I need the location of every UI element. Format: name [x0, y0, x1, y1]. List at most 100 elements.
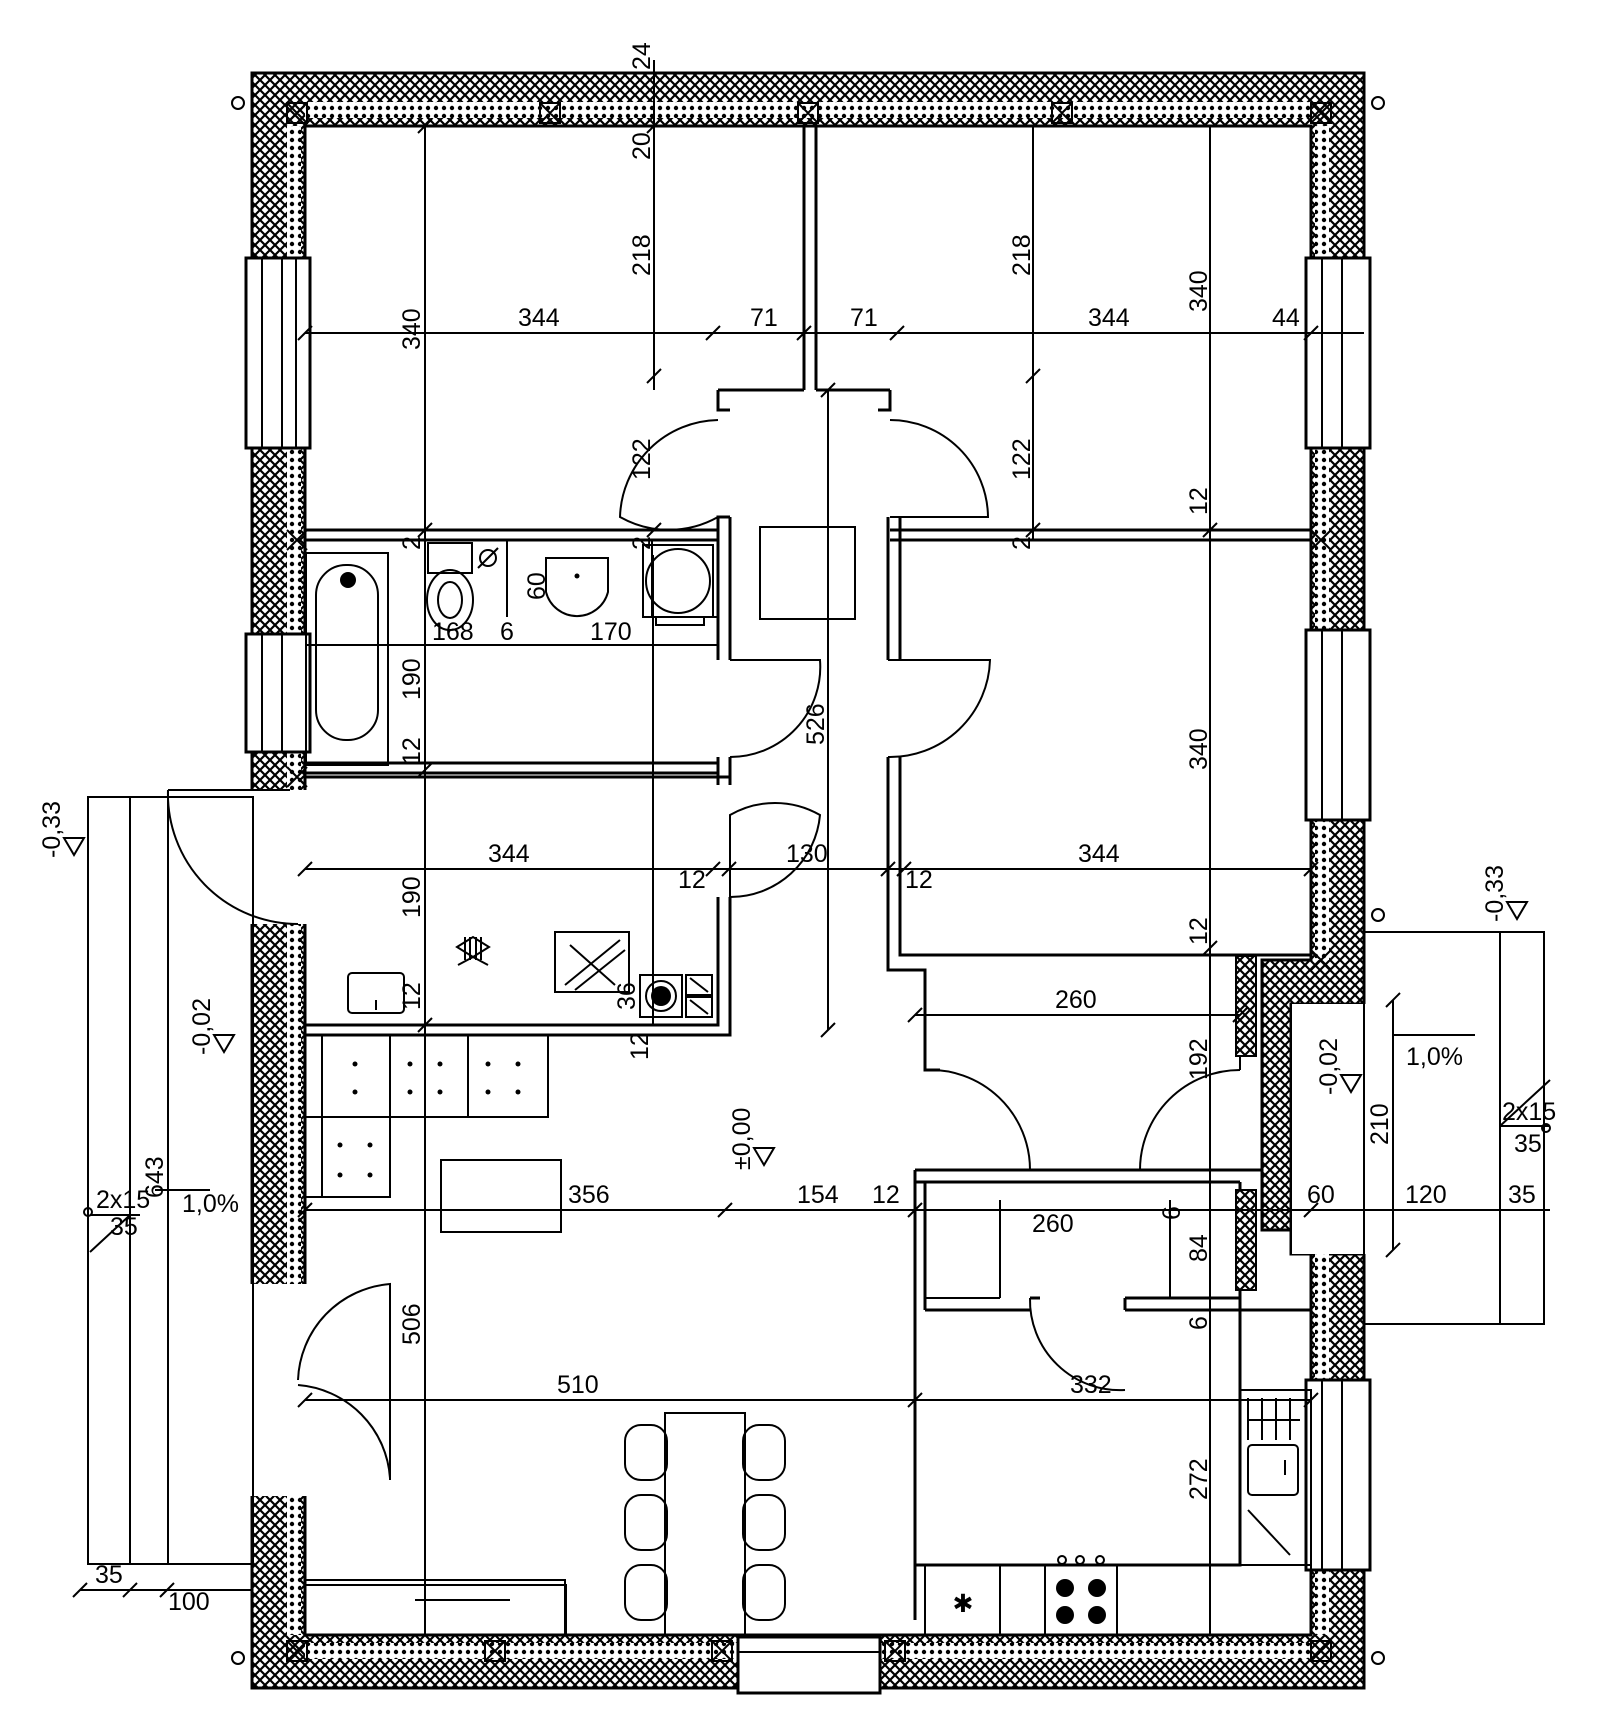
dim: 12 — [1185, 487, 1213, 515]
insulation-top — [305, 102, 1311, 118]
toilet — [427, 542, 473, 574]
slope-label: 1,0% — [182, 1190, 239, 1218]
dining-set — [624, 1412, 786, 1636]
steps-riser: 35 — [1514, 1130, 1542, 1158]
door-bedroom-right — [889, 419, 990, 518]
dim: 12 — [1185, 917, 1213, 945]
dim: 24 — [628, 42, 656, 70]
side-terrace — [1363, 931, 1545, 1325]
dim: 2 — [1008, 536, 1036, 550]
dim: 84 — [1185, 1234, 1213, 1262]
door-terrace-a — [297, 1282, 391, 1480]
dim: 340 — [1185, 728, 1213, 770]
svg-text:✱: ✱ — [953, 1590, 974, 1618]
dim: 44 — [1272, 304, 1300, 332]
door-hall-lower — [924, 1068, 1032, 1171]
level-mark: -0,02 — [1315, 1038, 1343, 1095]
dim: 20 — [628, 132, 656, 160]
wall-markers — [231, 96, 1385, 1665]
dim: 643 — [141, 1156, 169, 1198]
dim: 36 — [613, 982, 641, 1010]
window-right-kitchen — [1304, 1378, 1372, 1572]
dim: 260 — [1055, 986, 1097, 1014]
entry-opening-left — [240, 790, 312, 924]
level-mark: -0,02 — [188, 998, 216, 1055]
bath-sink — [545, 557, 609, 618]
level-mark: -0,33 — [38, 801, 66, 858]
coffee-table — [440, 1159, 562, 1233]
dim: 190 — [398, 876, 426, 918]
dim: 344 — [488, 840, 530, 868]
dim: 168 — [432, 618, 474, 646]
dim: 122 — [1008, 438, 1036, 480]
dim: 100 — [168, 1588, 210, 1616]
dim: 218 — [1008, 234, 1036, 276]
dim: 344 — [518, 304, 560, 332]
dim: 12 — [678, 866, 706, 894]
dim: 272 — [1185, 1458, 1213, 1500]
door-kitchen-wc — [729, 801, 822, 899]
window-bottom — [736, 1635, 882, 1695]
dim: 2 — [628, 536, 656, 550]
kitchen-counter: ✱ — [924, 1389, 1312, 1636]
dim: 170 — [590, 618, 632, 646]
dim: 12 — [905, 866, 933, 894]
dimension-texts: 24 20 218 218 340 340 340 344 71 71 344 … — [95, 42, 1536, 1616]
closet-hall — [759, 526, 856, 620]
dim: 60 — [523, 572, 551, 600]
door-side — [1138, 1069, 1241, 1171]
tile-stove — [554, 931, 630, 993]
dim: 35 — [95, 1561, 123, 1589]
level-marks: -0,33 -0,33 -0,02 -0,02 ±0,00 — [38, 801, 1529, 1170]
dim: 12 — [398, 982, 426, 1010]
front-terrace — [87, 796, 254, 1565]
level-mark: -0,33 — [1481, 865, 1509, 922]
tv-cabinet — [304, 1579, 566, 1636]
doors — [166, 419, 1241, 1480]
dim: 340 — [1185, 270, 1213, 312]
dim: 510 — [557, 1371, 599, 1399]
dim: 12 — [398, 737, 426, 765]
dim: 506 — [398, 1303, 426, 1345]
dim: 130 — [786, 840, 828, 868]
slope-label: 1,0% — [1406, 1043, 1463, 1071]
dim: 122 — [628, 438, 656, 480]
dim: 12 — [872, 1181, 900, 1209]
steps-riser: 35 — [110, 1213, 138, 1241]
window-left-upper — [244, 256, 312, 450]
steps-label: 2x15 — [96, 1186, 150, 1214]
vent-icon — [455, 935, 491, 966]
dim: 154 — [797, 1181, 839, 1209]
dim: 344 — [1078, 840, 1120, 868]
dim: 210 — [1366, 1103, 1394, 1145]
dim: 71 — [850, 304, 878, 332]
dim: 2 — [398, 536, 426, 550]
dim: 6 — [1185, 1316, 1213, 1330]
door-storage — [1028, 1297, 1126, 1392]
door-terrace-b — [297, 1384, 391, 1479]
door-bedroom-left — [618, 419, 719, 531]
dim: 71 — [750, 304, 778, 332]
dim: 12 — [626, 1032, 654, 1060]
dim: 218 — [628, 234, 656, 276]
kitchen-sink-small — [347, 972, 405, 1014]
door-entry — [166, 789, 299, 925]
dim: 120 — [1405, 1181, 1447, 1209]
dim: 526 — [802, 703, 830, 745]
dim: 332 — [1070, 1371, 1112, 1399]
dim: 356 — [568, 1181, 610, 1209]
steps-label: 2x15 — [1502, 1098, 1556, 1126]
side-door-opening — [1292, 1004, 1372, 1254]
boiler — [639, 974, 683, 1018]
terrace-door-opening — [240, 1284, 312, 1496]
bathtub — [305, 552, 389, 766]
window-right-middle — [1304, 628, 1372, 822]
door-room-right — [887, 659, 992, 759]
sofa — [304, 1034, 549, 1198]
door-bath — [729, 659, 822, 759]
dim: 190 — [398, 658, 426, 700]
fixtures: ✱ — [87, 526, 1545, 1636]
window-left-bath — [244, 632, 312, 754]
dim: 6 — [1158, 1206, 1186, 1220]
